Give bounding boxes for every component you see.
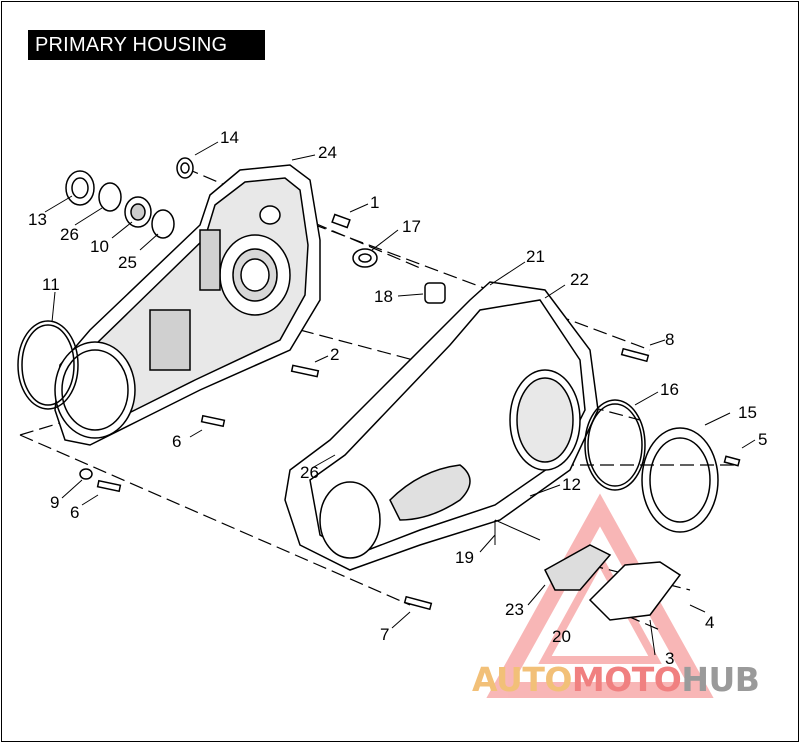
watermark-logo-text: AUTOMOTOHUB bbox=[472, 660, 760, 699]
watermark-part-1: AUTO bbox=[472, 660, 572, 699]
callout-numbers: 13 26 10 25 14 24 1 17 18 11 2 6 9 6 7 2… bbox=[28, 128, 767, 668]
callout-17: 17 bbox=[402, 217, 421, 236]
callout-4: 4 bbox=[705, 613, 714, 632]
callout-19: 19 bbox=[455, 548, 474, 567]
callout-7: 7 bbox=[380, 625, 389, 644]
callout-23: 23 bbox=[505, 600, 524, 619]
callout-16: 16 bbox=[660, 380, 679, 399]
screws bbox=[79, 347, 741, 611]
callout-3: 3 bbox=[665, 649, 674, 668]
callout-15: 15 bbox=[738, 403, 757, 422]
gasket-11 bbox=[17, 320, 79, 410]
callout-6-upper: 6 bbox=[172, 432, 181, 451]
derby-gaskets bbox=[584, 399, 719, 533]
callout-14: 14 bbox=[220, 128, 239, 147]
callout-5: 5 bbox=[758, 430, 767, 449]
inspection-cover bbox=[544, 544, 682, 621]
watermark-part-2: MOTO bbox=[571, 660, 682, 699]
callout-26-right: 26 bbox=[300, 463, 319, 482]
callout-20: 20 bbox=[552, 627, 571, 646]
dowel-and-seal bbox=[331, 213, 446, 304]
diagram-title: PRIMARY HOUSING bbox=[28, 30, 265, 60]
callout-11: 11 bbox=[42, 275, 60, 294]
callout-6-lower: 6 bbox=[70, 503, 79, 522]
callout-12: 12 bbox=[562, 475, 581, 494]
callout-21: 21 bbox=[526, 247, 545, 266]
outer-primary-cover bbox=[284, 281, 599, 571]
callout-1: 1 bbox=[370, 193, 379, 212]
callout-25: 25 bbox=[118, 253, 137, 272]
callout-8: 8 bbox=[665, 330, 674, 349]
seal-bearing-stack bbox=[65, 157, 194, 239]
watermark-part-3: HUB bbox=[681, 660, 760, 699]
callout-22: 22 bbox=[570, 270, 589, 289]
callout-2: 2 bbox=[330, 345, 339, 364]
callout-13: 13 bbox=[28, 210, 47, 229]
callout-24: 24 bbox=[318, 143, 337, 162]
leader-lines bbox=[44, 141, 756, 656]
inner-primary-housing bbox=[54, 164, 321, 446]
callout-9: 9 bbox=[50, 493, 59, 512]
callout-10: 10 bbox=[90, 237, 109, 256]
callout-26-left: 26 bbox=[60, 225, 79, 244]
callout-18: 18 bbox=[374, 287, 393, 306]
